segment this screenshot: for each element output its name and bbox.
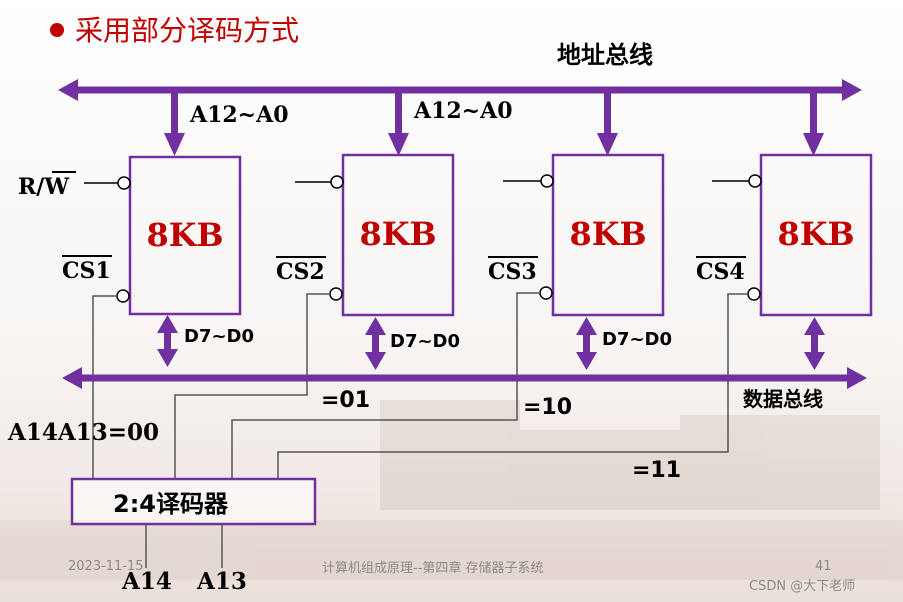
chip-3-label: 8KB	[569, 215, 646, 253]
decoder-input-a13: A13	[196, 568, 247, 595]
rw-label: R/W	[18, 174, 69, 200]
footer-course: 计算机组成原理--第四章 存储器子系统	[322, 560, 544, 576]
bullet-icon	[50, 23, 64, 37]
rw-label-r: R/	[18, 174, 45, 200]
code-label-01: =01	[321, 388, 370, 413]
decoder-label: 2:4译码器	[113, 490, 229, 518]
address-bus-label: 地址总线	[557, 41, 653, 69]
footer-page: 41	[815, 559, 832, 574]
footer-watermark: CSDN @大下老师	[749, 579, 855, 594]
address-label-2: A12~A0	[413, 98, 513, 124]
data-label-2: D7~D0	[390, 331, 460, 352]
address-label-1: A12~A0	[189, 102, 289, 128]
footer-date: 2023-11-15	[68, 559, 144, 574]
cs1-label: CS1	[62, 258, 111, 284]
code-label-11: =11	[632, 458, 681, 483]
cs3-label: CS3	[488, 259, 537, 285]
rw-label-w: W	[43, 174, 69, 200]
chip-2-label: 8KB	[359, 215, 436, 253]
cs4-label: CS4	[696, 259, 745, 285]
data-bus-label: 数据总线	[743, 387, 823, 411]
data-label-1: D7~D0	[184, 326, 254, 347]
chip-4-label: 8KB	[777, 215, 854, 253]
chip-1-label: 8KB	[146, 216, 223, 254]
code-label-00: A14A13=00	[7, 419, 159, 446]
cs2-label: CS2	[276, 259, 325, 285]
data-label-3: D7~D0	[602, 329, 672, 350]
slide-title: 采用部分译码方式	[75, 14, 299, 47]
code-label-10: =10	[523, 395, 572, 420]
